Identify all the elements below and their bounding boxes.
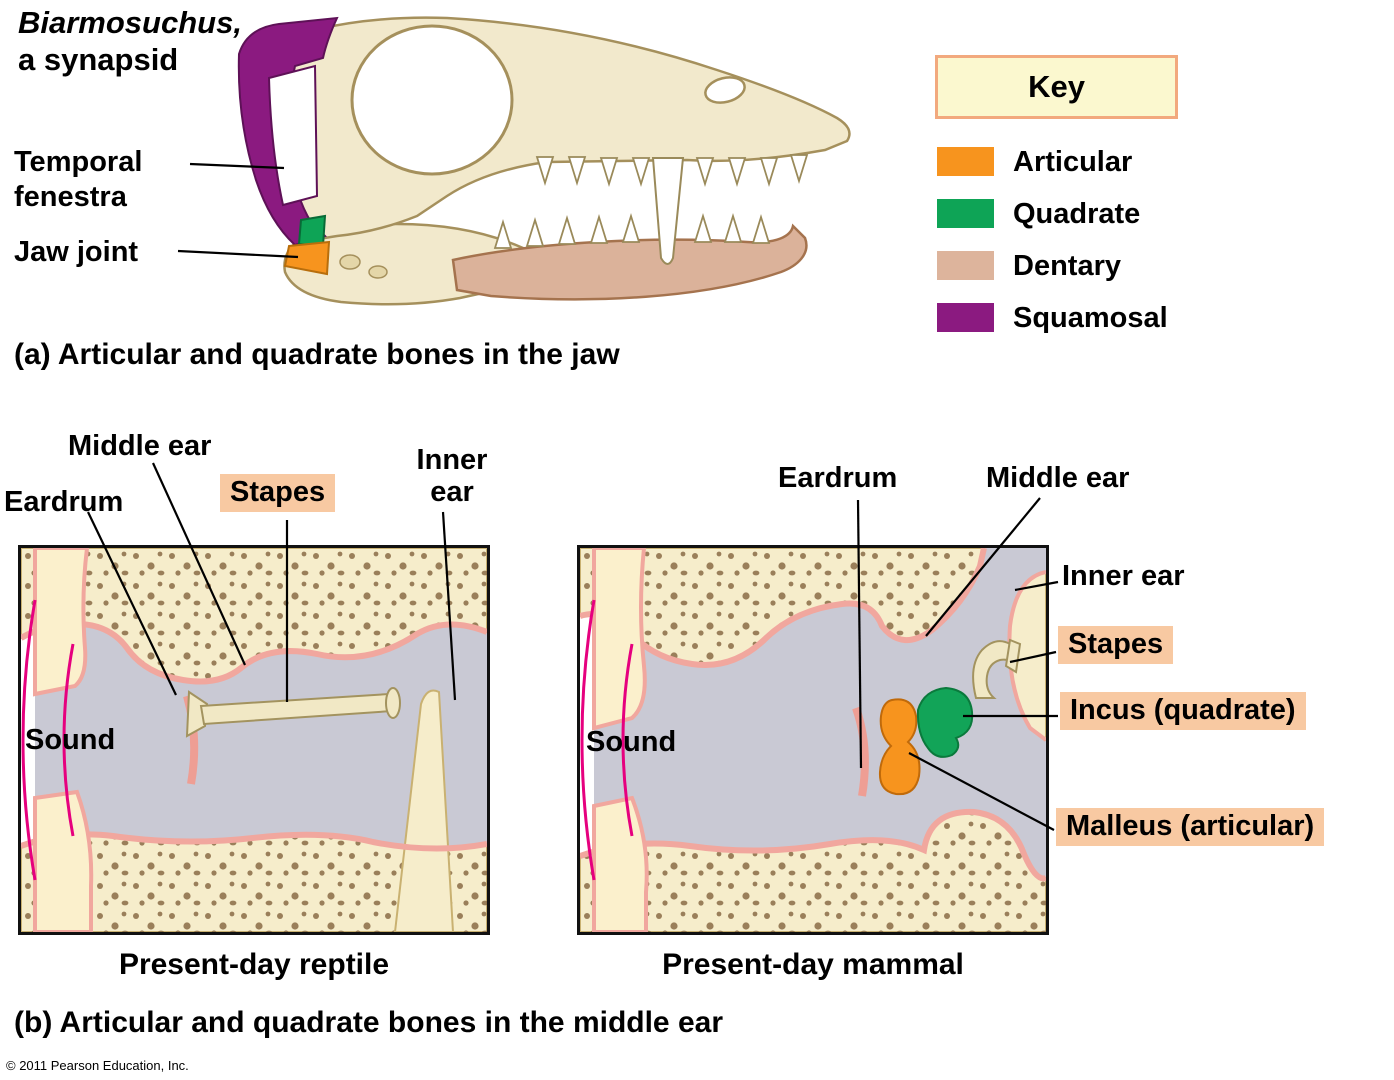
lower-teeth	[493, 212, 771, 249]
temporal-fenestra-label-line2: fenestra	[14, 181, 127, 213]
caption-part-a: (a) Articular and quadrate bones in the …	[14, 338, 620, 371]
outer-ear-band-upper	[592, 546, 647, 731]
inner-ear-ridge	[393, 689, 455, 933]
nostril	[704, 76, 746, 104]
mammal-sound-label: Sound	[586, 726, 677, 758]
mammal-stapes-label: Stapes	[1058, 626, 1174, 665]
reptile-panel-caption: Present-day reptile	[118, 948, 390, 981]
squamosal-color-swatch	[937, 303, 994, 332]
temporal-fenestra-opening	[267, 64, 319, 207]
reptile-stapes-label: Stapes	[220, 474, 336, 513]
reptile-eardrum-label: Eardrum	[4, 486, 124, 518]
incus-bone	[916, 686, 974, 758]
quadrate-color-swatch	[937, 199, 994, 228]
reptile-inner-ear-label: Inner ear	[416, 444, 488, 509]
mammal-middle-ear-label: Middle ear	[986, 462, 1130, 494]
key-label-quadrate: Quadrate	[1013, 198, 1141, 230]
dentary-color-swatch	[937, 251, 994, 280]
outer-ear-band-lower	[33, 789, 94, 934]
mammal-ear-panel: Sound	[577, 545, 1049, 935]
copyright-text: © 2011 Pearson Education, Inc.	[6, 1058, 189, 1073]
articular-color-swatch	[937, 147, 994, 176]
synapsid-skull-illustration	[185, 0, 890, 350]
temporal-fenestra-label-line1: Temporal	[14, 146, 143, 178]
canine-tooth	[651, 157, 685, 265]
outer-ear-band-upper	[33, 546, 90, 697]
key-label-squamosal: Squamosal	[1013, 302, 1168, 334]
jaw-joint-label: Jaw joint	[14, 236, 139, 268]
species-name: Biarmosuchus,	[18, 5, 242, 40]
key-label-articular: Articular	[1013, 146, 1133, 178]
species-desc: a synapsid	[18, 42, 179, 77]
mammal-eardrum-label: Eardrum	[778, 462, 898, 494]
upper-teeth	[535, 154, 809, 188]
mammal-malleus-label: Malleus (articular)	[1056, 808, 1325, 847]
upper-skull	[245, 16, 851, 242]
reptile-sound-label: Sound	[25, 724, 116, 756]
sound-wave-arc	[621, 643, 634, 837]
sound-wave-arc	[21, 599, 37, 881]
reptile-ear-panel: Sound	[18, 545, 490, 935]
mammal-incus-label: Incus (quadrate)	[1060, 692, 1306, 731]
eye-socket	[350, 24, 514, 176]
key-label-dentary: Dentary	[1013, 250, 1121, 282]
quadrate-bone	[297, 214, 327, 248]
reptile-middle-ear-label: Middle ear	[68, 430, 212, 462]
key-title: Key	[1028, 69, 1085, 104]
key-box: Key	[935, 55, 1178, 119]
sound-wave-arc	[62, 643, 75, 837]
stapes-bone	[185, 690, 209, 738]
mammal-inner-ear-label: Inner ear	[1062, 560, 1185, 592]
outer-ear-band-lower	[592, 795, 649, 934]
caption-part-b: (b) Articular and quadrate bones in the …	[14, 1006, 723, 1039]
sound-wave-arc	[580, 599, 596, 881]
mammal-panel-caption: Present-day mammal	[662, 948, 964, 981]
